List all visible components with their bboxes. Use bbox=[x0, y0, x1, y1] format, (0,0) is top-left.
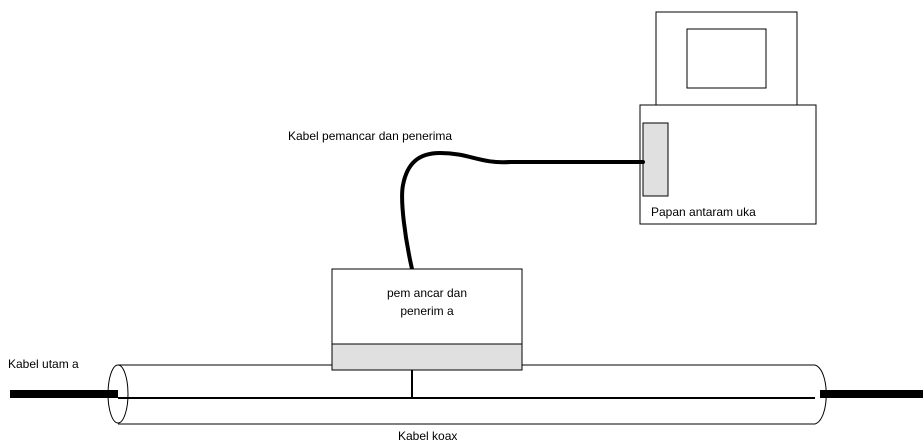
transceiver-cable-label: Kabel pemancar dan penerima bbox=[288, 129, 453, 143]
coax-cable-label: Kabel koax bbox=[398, 429, 458, 443]
interface-board-label: Papan antaram uka bbox=[651, 205, 756, 219]
interface-board-card bbox=[642, 122, 669, 197]
computer-base bbox=[639, 104, 817, 225]
transceiver-label-line1: pem ancar dan bbox=[386, 286, 468, 300]
monitor-screen bbox=[686, 28, 767, 89]
coax-tube-body bbox=[118, 364, 815, 425]
transceiver-cable bbox=[400, 151, 645, 271]
transceiver-base-panel bbox=[331, 343, 523, 371]
transceiver-label-line2: penerim a bbox=[400, 304, 454, 318]
main-cable-label: Kabel utam a bbox=[8, 357, 79, 371]
